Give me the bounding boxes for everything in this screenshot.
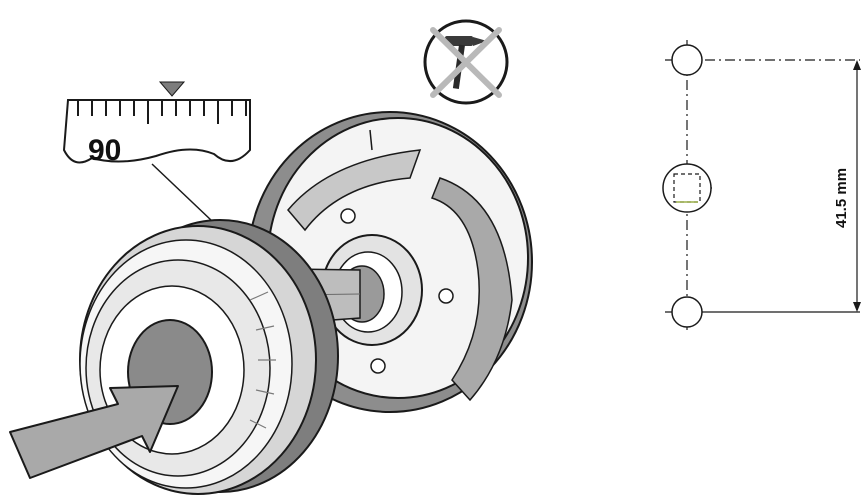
dimension-label: 41.5 mm xyxy=(833,168,850,228)
top-hole xyxy=(671,44,703,76)
hole-spacing-drawing: 41.5 mm xyxy=(662,40,861,330)
no-hammer-icon xyxy=(423,19,509,105)
center-hole xyxy=(662,163,712,213)
bottom-hole xyxy=(671,296,703,328)
push-arrow-icon xyxy=(9,385,179,479)
ruler-scale-label: 90 xyxy=(88,134,121,167)
measurement-ruler: 90 xyxy=(62,81,251,241)
front-wheel xyxy=(79,219,339,495)
